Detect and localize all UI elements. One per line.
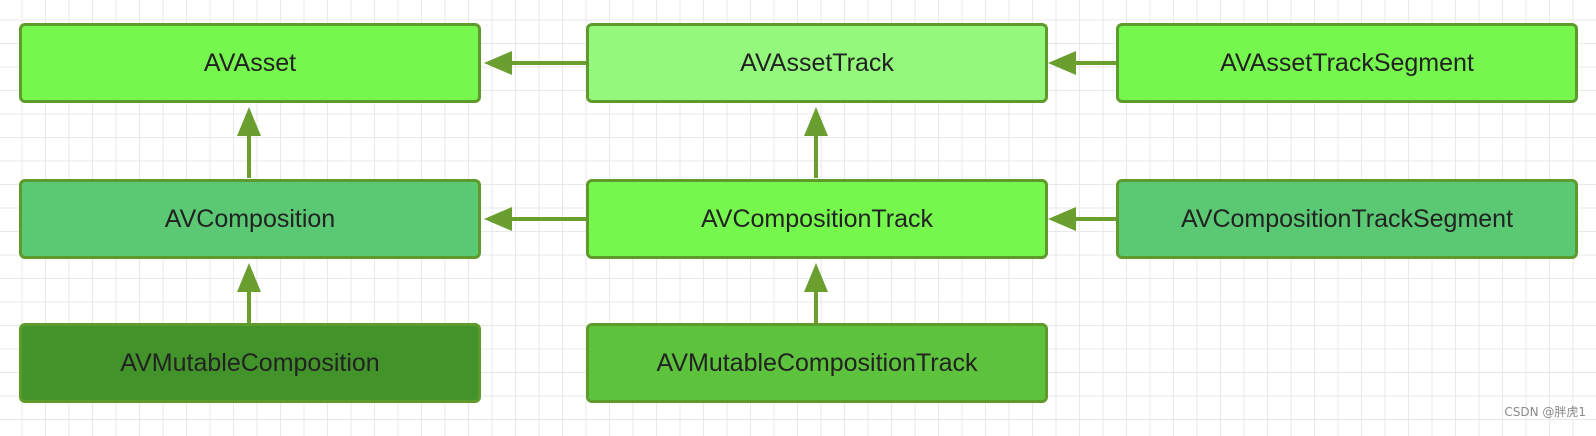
edge-avmutablecompositiontrack-to-avcompositiontrack [804, 263, 828, 323]
node-avasset: AVAsset [19, 23, 481, 103]
node-avassettrack: AVAssetTrack [586, 23, 1048, 103]
edge-avassettracksegment-to-avassettrack [1048, 51, 1116, 75]
node-avmutablecompositiontrack: AVMutableCompositionTrack [586, 323, 1048, 403]
edge-avcomposition-to-avasset [237, 107, 261, 178]
edge-avcompositiontracksegment-to-avcompositiontrack [1048, 207, 1116, 231]
edge-avcompositiontrack-to-avassettrack [804, 107, 828, 178]
node-avcompositiontracksegment: AVCompositionTrackSegment [1116, 179, 1578, 259]
node-avassettracksegment: AVAssetTrackSegment [1116, 23, 1578, 103]
node-avcomposition: AVComposition [19, 179, 481, 259]
edge-avcompositiontrack-to-avcomposition [484, 207, 586, 231]
watermark: CSDN @胖虎1 [1504, 405, 1586, 419]
edge-avmutablecomposition-to-avcomposition [237, 263, 261, 323]
edge-avassettrack-to-avasset [484, 51, 586, 75]
node-avmutablecomposition: AVMutableComposition [19, 323, 481, 403]
node-avcompositiontrack: AVCompositionTrack [586, 179, 1048, 259]
